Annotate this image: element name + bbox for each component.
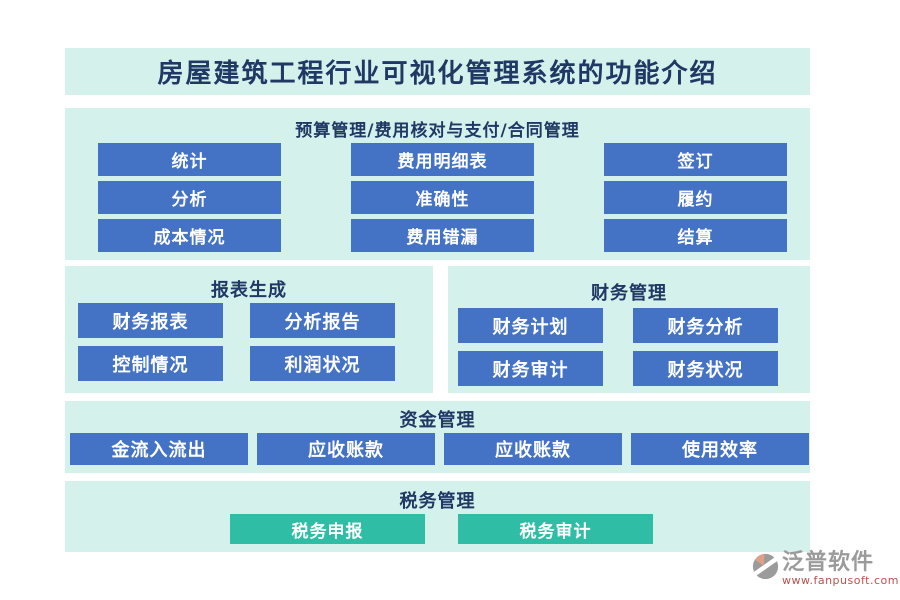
budget-button-expense-errors[interactable]: 费用错漏: [351, 219, 534, 252]
section-tax-header: 税务管理: [399, 491, 476, 512]
report-button-analysis-report[interactable]: 分析报告: [250, 303, 395, 338]
budget-button-cost-status[interactable]: 成本情况: [98, 219, 281, 252]
report-button-profit-status[interactable]: 利润状况: [250, 346, 395, 381]
brand-url-link[interactable]: www.fanpusoft.com: [782, 574, 899, 587]
footer-brand: 泛普软件 www.fanpusoft.com: [747, 551, 899, 586]
section-budget-management: 预算管理/费用核对与支付/合同管理 统计 费用明细表 签订 分析 准确性 履约 …: [65, 108, 810, 260]
finance-button-financial-plan[interactable]: 财务计划: [458, 308, 603, 343]
fund-button-usage-efficiency[interactable]: 使用效率: [631, 433, 809, 465]
section-financial-management: 财务管理 财务计划 财务分析 财务审计 财务状况: [448, 266, 810, 393]
section-fund-button-row: 金流入流出 应收账款 应收账款 使用效率: [70, 433, 809, 465]
section-fund-header: 资金管理: [399, 410, 476, 431]
section-tax-button-row: 税务申报 税务审计: [65, 514, 810, 544]
section-tax-management: 税务管理 税务申报 税务审计: [65, 481, 810, 552]
budget-button-statistics[interactable]: 统计: [98, 143, 281, 176]
footer-brand-text: 泛普软件 www.fanpusoft.com: [782, 551, 899, 586]
title-bar: 房屋建筑工程行业可视化管理系统的功能介绍: [65, 48, 810, 95]
fanpu-logo-icon: [747, 553, 780, 581]
report-button-financial-report[interactable]: 财务报表: [78, 303, 223, 338]
budget-button-signing[interactable]: 签订: [604, 143, 787, 176]
section-report-button-grid: 财务报表 分析报告 控制情况 利润状况: [78, 303, 395, 381]
section-budget-header: 预算管理/费用核对与支付/合同管理: [295, 121, 580, 141]
budget-button-accuracy[interactable]: 准确性: [351, 181, 534, 214]
section-budget-button-grid: 统计 费用明细表 签订 分析 准确性 履约 成本情况 费用错漏 结算: [98, 143, 787, 252]
section-finance-button-grid: 财务计划 财务分析 财务审计 财务状况: [458, 308, 778, 386]
finance-button-financial-audit[interactable]: 财务审计: [458, 351, 603, 386]
fund-button-receivables-2[interactable]: 应收账款: [444, 433, 622, 465]
page-title: 房屋建筑工程行业可视化管理系统的功能介绍: [157, 59, 718, 89]
tax-button-tax-filing[interactable]: 税务申报: [230, 514, 425, 544]
budget-button-settlement[interactable]: 结算: [604, 219, 787, 252]
section-report-header: 报表生成: [211, 280, 287, 301]
finance-button-financial-status[interactable]: 财务状况: [633, 351, 778, 386]
section-report-generation: 报表生成 财务报表 分析报告 控制情况 利润状况: [65, 266, 433, 393]
report-button-control-status[interactable]: 控制情况: [78, 346, 223, 381]
brand-name: 泛普软件: [782, 549, 875, 575]
fund-button-receivables-1[interactable]: 应收账款: [257, 433, 435, 465]
budget-button-performance[interactable]: 履约: [604, 181, 787, 214]
budget-button-analysis[interactable]: 分析: [98, 181, 281, 214]
budget-button-expense-detail[interactable]: 费用明细表: [351, 143, 534, 176]
tax-button-tax-audit[interactable]: 税务审计: [458, 514, 653, 544]
section-finance-header: 财务管理: [591, 283, 667, 304]
fund-button-cash-in-out[interactable]: 金流入流出: [70, 433, 248, 465]
finance-button-financial-analysis[interactable]: 财务分析: [633, 308, 778, 343]
section-fund-management: 资金管理 金流入流出 应收账款 应收账款 使用效率: [65, 401, 810, 473]
